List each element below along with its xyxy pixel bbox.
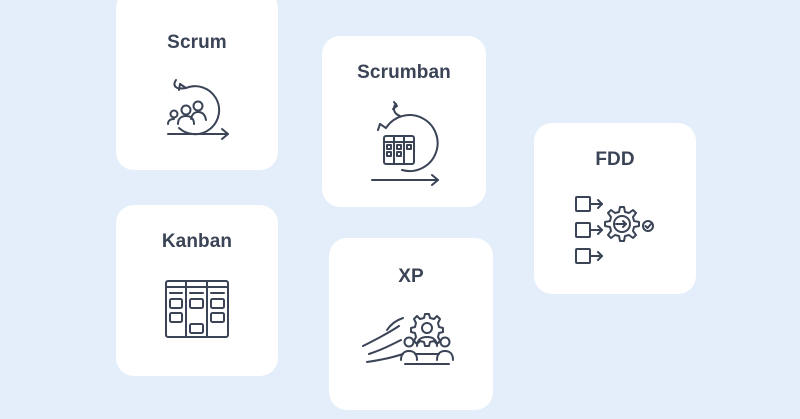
xp-team-gear-speed-icon [359, 306, 463, 370]
scrum-cycle-team-icon [162, 76, 232, 144]
card-xp: XP [329, 238, 493, 410]
card-title-scrumban: Scrumban [357, 62, 451, 83]
card-scrumban: Scrumban [322, 36, 486, 207]
card-title-xp: XP [398, 266, 424, 287]
card-scrum: Scrum [116, 0, 278, 170]
card-title-fdd: FDD [595, 149, 635, 170]
card-title-scrum: Scrum [167, 32, 227, 53]
kanban-board-icon [162, 277, 232, 341]
fdd-feature-gear-icon [570, 193, 660, 271]
card-title-kanban: Kanban [161, 231, 233, 252]
card-kanban: Kanban [116, 205, 278, 376]
scrumban-cycle-board-icon [366, 100, 442, 186]
card-fdd: FDD [534, 123, 696, 294]
